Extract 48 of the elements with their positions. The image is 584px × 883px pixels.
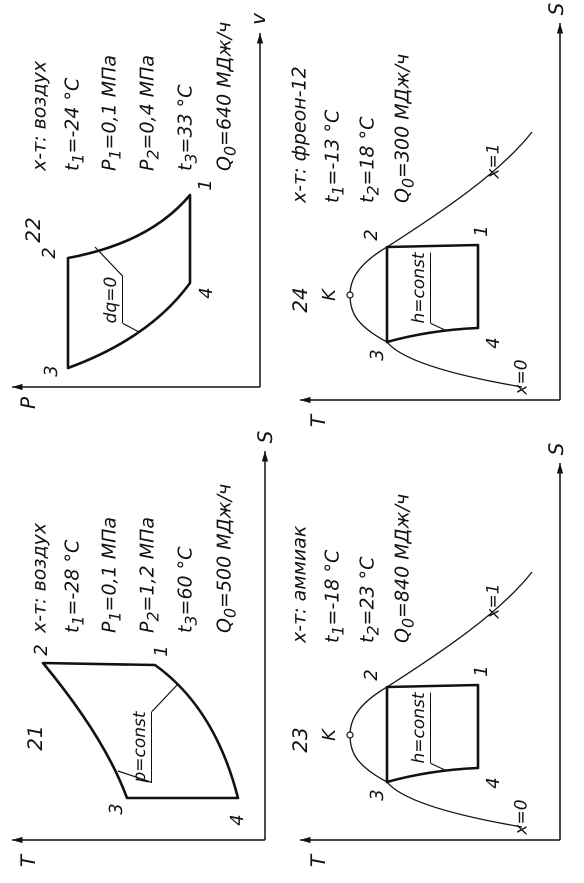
axis-label: v bbox=[248, 13, 268, 25]
curve-label: x=0 bbox=[514, 799, 530, 835]
point-number: 2 bbox=[363, 669, 381, 681]
axis-label: T bbox=[308, 854, 328, 868]
parameter-text: х-т: фреон-12 bbox=[290, 66, 310, 203]
problem-number: 22 bbox=[23, 217, 43, 243]
curve-label: h=const bbox=[411, 252, 431, 324]
point-number: 2 bbox=[33, 644, 51, 656]
curve-label: x=1 bbox=[486, 143, 502, 179]
point-number: 1 bbox=[473, 665, 491, 677]
point-number: 3 bbox=[369, 349, 387, 361]
point-label: K bbox=[321, 729, 339, 741]
point-label: K bbox=[321, 289, 339, 301]
leader-line bbox=[94, 246, 124, 277]
point-number: 4 bbox=[198, 287, 216, 299]
curve-label: dq=0 bbox=[103, 276, 123, 324]
axis-label: P bbox=[18, 396, 38, 410]
problem-number: 23 bbox=[290, 727, 310, 753]
axis-label: S bbox=[546, 2, 566, 16]
curve-label: x=0 bbox=[514, 359, 530, 395]
axis-label: S bbox=[255, 430, 275, 444]
problem-number: 21 bbox=[25, 725, 45, 751]
problem-number: 24 bbox=[290, 287, 310, 313]
point-number: 1 bbox=[153, 645, 171, 657]
point-number: 2 bbox=[41, 247, 59, 259]
curve-label: x=1 bbox=[486, 583, 502, 619]
leader-line bbox=[122, 322, 140, 333]
point-number: 4 bbox=[485, 777, 503, 789]
parameter-text: х-т: воздух bbox=[30, 60, 50, 171]
curve-label: h=const bbox=[411, 692, 431, 764]
leader-line bbox=[430, 322, 448, 332]
parameter-text: х-т: воздух bbox=[30, 522, 50, 633]
point-number: 1 bbox=[197, 179, 215, 191]
axis-label: T bbox=[308, 414, 328, 428]
point-number: 3 bbox=[108, 803, 126, 815]
point-number: 2 bbox=[363, 229, 381, 241]
point-number: 3 bbox=[369, 789, 387, 801]
leader-line bbox=[152, 684, 178, 712]
parameter-text: х-т: аммиак bbox=[290, 526, 310, 643]
leader-line bbox=[118, 770, 152, 784]
curve-label: p=const bbox=[132, 711, 152, 783]
point-number: 3 bbox=[43, 365, 61, 377]
point-number: 4 bbox=[485, 337, 503, 349]
point-number: 1 bbox=[473, 225, 491, 237]
axis-label: S bbox=[546, 442, 566, 456]
leader-line bbox=[430, 762, 448, 772]
point-number: 4 bbox=[229, 814, 247, 826]
axis-label: T bbox=[18, 854, 38, 868]
